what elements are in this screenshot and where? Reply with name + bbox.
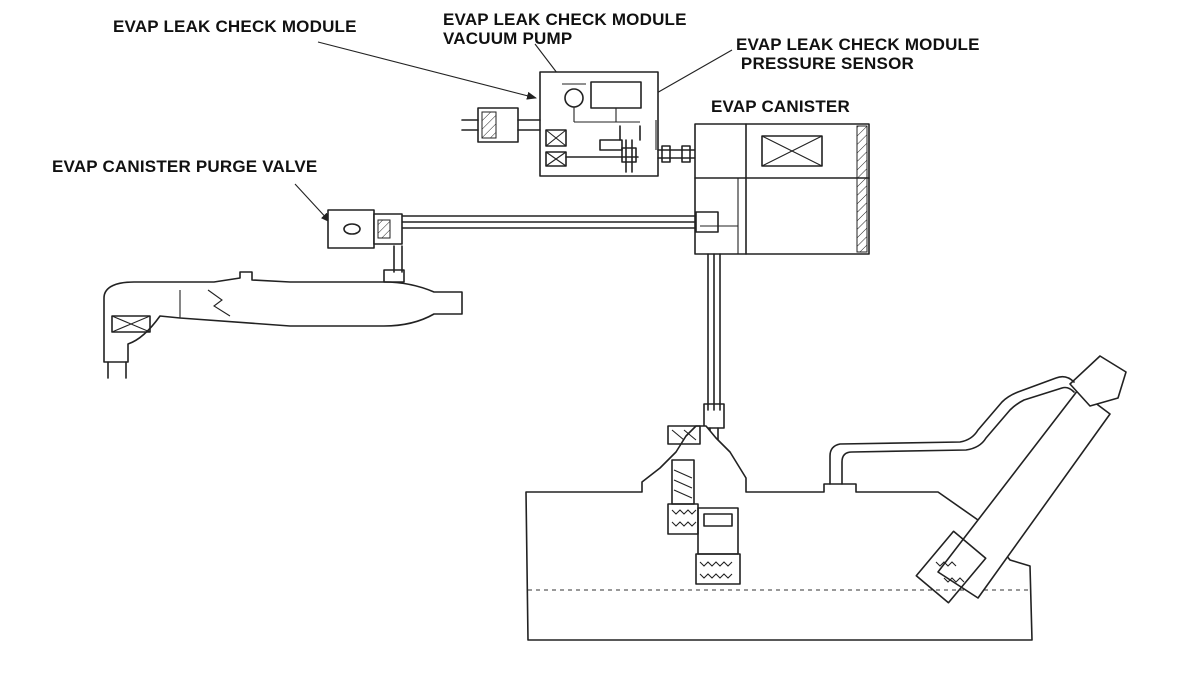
label-canister: EVAP CANISTER bbox=[711, 97, 850, 116]
intake-manifold bbox=[103, 269, 463, 379]
leader-pressure-sensor bbox=[647, 49, 733, 99]
label-leak-check-module: EVAP LEAK CHECK MODULE bbox=[113, 17, 357, 36]
fuel-tank bbox=[525, 425, 1033, 641]
evap-canister bbox=[694, 123, 870, 255]
label-purge-valve: EVAP CANISTER PURGE VALVE bbox=[52, 157, 318, 176]
purge-valve bbox=[327, 209, 403, 273]
filler-neck bbox=[829, 355, 1127, 604]
purge-line bbox=[399, 211, 719, 233]
label-vacuum-pump: EVAP LEAK CHECK MODULE VACUUM PUMP bbox=[443, 10, 687, 48]
leak-check-module bbox=[461, 71, 696, 177]
leader-leak-check-module bbox=[317, 41, 537, 100]
leader-purge-valve bbox=[294, 183, 331, 223]
label-pressure-sensor: EVAP LEAK CHECK MODULE PRESSURE SENSOR bbox=[736, 35, 980, 73]
